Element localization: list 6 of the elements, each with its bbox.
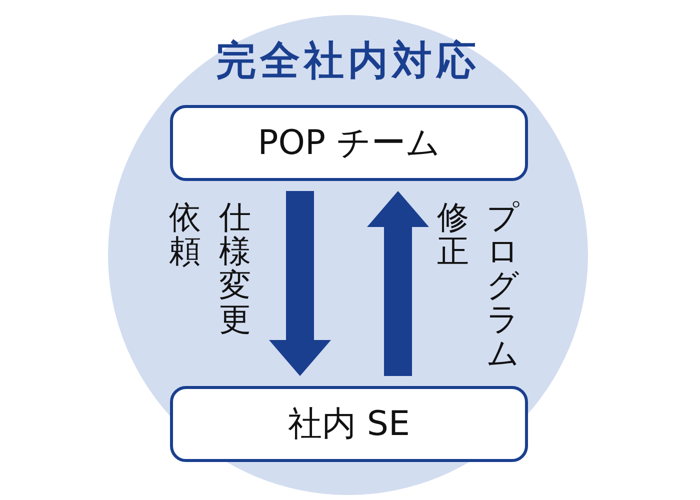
process-box: 社内 SE [170, 386, 528, 462]
title: 完全社内対応 [215, 37, 481, 85]
arrow [367, 191, 429, 376]
edge-label: 仕様変更依頼 [168, 200, 252, 336]
process-box: POP チーム [170, 105, 528, 181]
arrow [269, 191, 331, 376]
